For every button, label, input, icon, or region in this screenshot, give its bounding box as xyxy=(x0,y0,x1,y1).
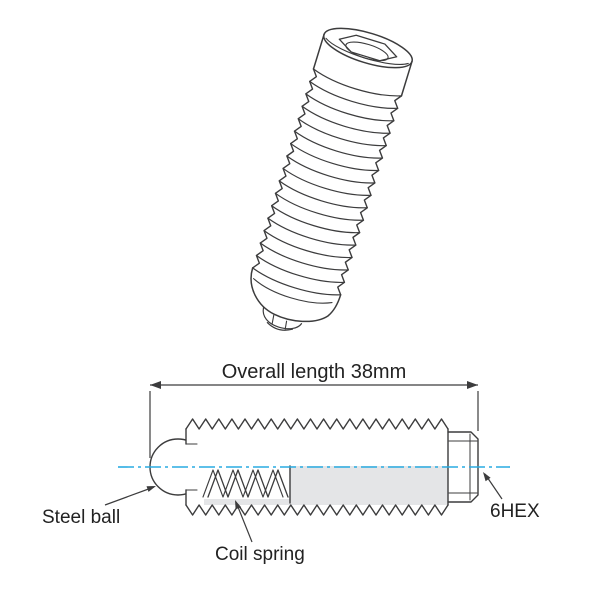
screw-top-face xyxy=(323,27,413,69)
coil-spring-shape-back xyxy=(202,469,284,498)
screw-thread-left-edge xyxy=(251,68,318,269)
hex-socket-floor xyxy=(345,41,389,62)
overall-length-label: Overall length 38mm xyxy=(222,361,407,383)
steel-ball-label: Steel ball xyxy=(42,507,120,528)
section-material-main xyxy=(290,466,448,505)
steel-ball-arrow xyxy=(146,486,156,492)
screw-collar-left-edge xyxy=(312,33,325,70)
callouts xyxy=(104,472,503,543)
coil-spring-arrow xyxy=(235,500,242,510)
coil-spring-leader xyxy=(235,501,253,543)
screw-nose-slot-1 xyxy=(271,314,275,325)
isometric-view xyxy=(250,27,413,331)
hex-label: 6HEX xyxy=(490,501,540,522)
hex-arrow xyxy=(483,472,491,482)
dimension xyxy=(149,381,479,458)
coil-spring-label: Coil spring xyxy=(215,544,305,565)
screw-thread-right-edge xyxy=(337,95,403,296)
coil-spring-shape xyxy=(207,469,289,498)
screw-collar-right-edge xyxy=(400,60,413,97)
dimension-arrow-right xyxy=(467,381,478,389)
section-view xyxy=(149,416,479,520)
screw-nose-dome xyxy=(250,267,342,323)
screw-nose-tip xyxy=(262,307,303,330)
steel-ball-leader xyxy=(104,486,155,506)
screw-thread-crests xyxy=(252,68,403,296)
screw-nose-band xyxy=(253,278,333,304)
dimension-arrow-left xyxy=(150,381,161,389)
screw-ball-tip-arc xyxy=(266,321,294,331)
section-thread-top xyxy=(185,418,449,430)
screw-nose-slot-2 xyxy=(284,320,288,330)
section-thread-bottom xyxy=(185,504,449,516)
section-material-under-spring xyxy=(204,499,290,505)
